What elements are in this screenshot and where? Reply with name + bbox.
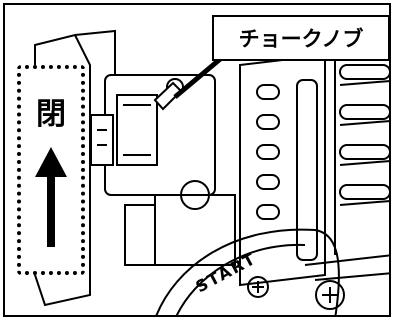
engine-drawing bbox=[34, 25, 389, 315]
choke-knob-callout: チョークノブ bbox=[212, 15, 389, 61]
illustration-frame: チョークノブ 閉 START bbox=[3, 3, 391, 317]
callout-label: チョークノブ bbox=[238, 27, 364, 51]
close-direction-panel: 閉 bbox=[17, 65, 85, 275]
close-label: 閉 bbox=[36, 97, 66, 132]
up-arrow-icon bbox=[35, 147, 67, 247]
